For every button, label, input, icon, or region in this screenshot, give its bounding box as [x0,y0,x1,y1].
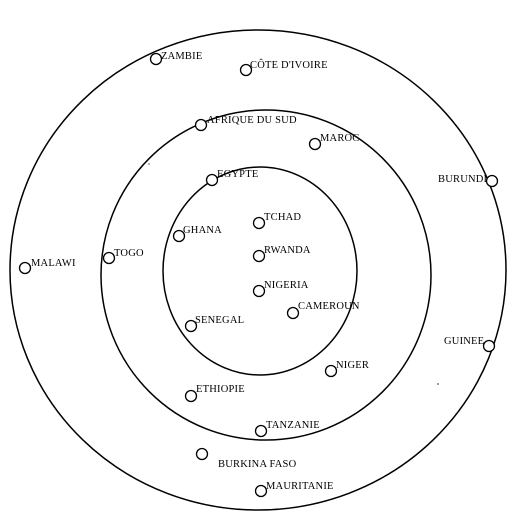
country-point-rwanda: RWANDA [252,245,311,263]
country-marker [482,339,496,353]
country-label: MAURITANIE [266,481,334,492]
middle-ring [100,109,432,441]
country-marker [252,249,266,263]
country-marker [252,284,266,298]
country-label: NIGERIA [264,280,309,291]
country-point-burkina-faso: BURKINA FASO [195,447,297,470]
country-point-malawi: MALAWI [18,258,76,275]
scan-specks [148,163,439,385]
country-marker [308,137,322,151]
country-point-cameroun: CAMEROUN [286,301,360,320]
country-marker [205,173,219,187]
country-marker [184,389,198,403]
country-label: CÔTE D'IVOIRE [250,59,328,71]
country-marker [324,364,338,378]
country-label: ETHIOPIE [196,384,245,395]
country-point-ethiopie: ETHIOPIE [184,384,245,403]
country-point-egypte: EGYPTE [205,169,258,187]
country-label: GHANA [183,225,222,236]
country-point-senegal: SENEGAL [184,315,244,333]
country-label: AFRIQUE DU SUD [207,115,297,126]
country-point-maroc: MAROC [308,133,360,151]
country-marker [254,424,268,438]
country-point-nigeria: NIGERIA [252,280,309,298]
country-points-group: ZAMBIE CÔTE D'IVOIRE AFRIQUE DU SUD MAROC EG… [18,51,499,498]
country-marker [239,63,253,77]
country-marker [194,118,208,132]
country-point-cote-d-ivoire: CÔTE D'IVOIRE [239,59,328,77]
country-label: SENEGAL [195,315,244,326]
country-label: MAROC [320,133,360,144]
speck [437,383,439,385]
country-marker [102,251,116,265]
country-marker [18,261,32,275]
country-label: BURKINA FASO [218,459,297,470]
country-point-tanzanie: TANZANIE [254,420,320,438]
country-point-burundi: BURUNDI [438,174,499,188]
country-label: TCHAD [264,212,301,223]
outer-ring [9,29,507,511]
country-label: NIGER [336,360,369,371]
country-label: EGYPTE [217,169,258,180]
country-marker [195,447,209,461]
country-point-guinee: GUINEE [444,336,496,353]
country-label: BURUNDI [438,174,488,185]
country-marker [172,229,186,243]
country-label: CAMEROUN [298,301,360,312]
country-point-ghana: GHANA [172,225,222,243]
country-marker [485,174,499,188]
country-point-tchad: TCHAD [252,212,301,230]
country-label: GUINEE [444,336,484,347]
country-point-niger: NIGER [324,360,369,378]
country-label: ZAMBIE [161,51,202,62]
country-marker [252,216,266,230]
country-marker [254,484,268,498]
country-point-zambie: ZAMBIE [149,51,202,66]
country-marker [286,306,300,320]
speck [148,163,150,165]
inner-ring [162,166,358,376]
country-marker [184,319,198,333]
country-point-togo: TOGO [102,248,144,265]
country-label: MALAWI [31,258,76,269]
country-marker [149,52,163,66]
country-point-afrique-du-sud: AFRIQUE DU SUD [194,115,297,132]
country-label: TOGO [114,248,144,259]
country-label: RWANDA [264,245,311,256]
rings-group [9,29,507,511]
country-point-mauritanie: MAURITANIE [254,481,334,498]
country-label: TANZANIE [266,420,320,431]
